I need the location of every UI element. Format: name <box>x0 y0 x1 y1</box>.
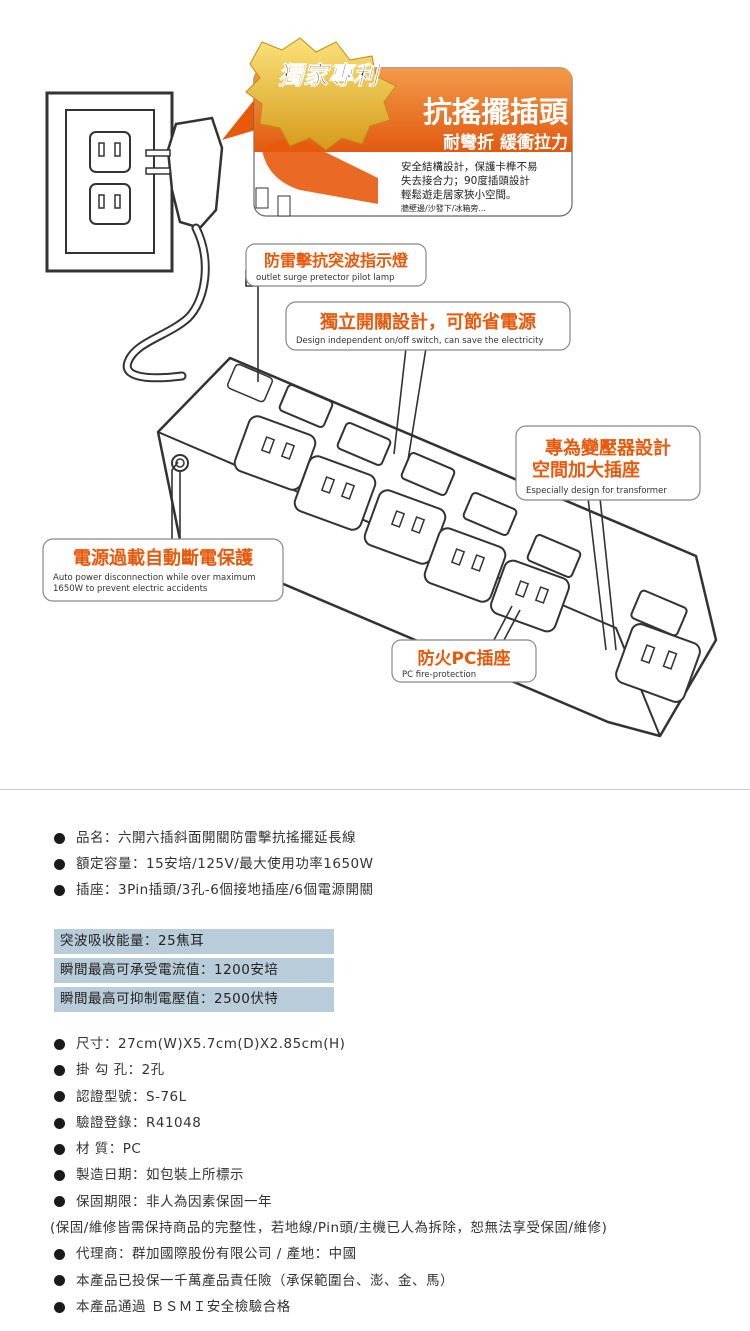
callout-transformer-zh-2: 空間加大插座 <box>532 459 640 481</box>
spec-hook-holes: 掛 勾 孔：2孔 <box>52 1057 607 1083</box>
callout-transformer-en: Especially design for transformer <box>526 486 667 496</box>
callout-surge-lamp: 防雷擊抗突波指示燈 outlet surge pretector pilot l… <box>245 243 427 287</box>
swing-desc-2: 失去接合力；90度插頭設計 <box>401 174 530 187</box>
socket-holes <box>260 436 678 670</box>
callout-overload-zh: 電源過載自動斷電保護 <box>73 547 254 569</box>
spec-rated-capacity: 額定容量：15安培/125V/最大使用功率1650W <box>52 851 373 877</box>
callout-overload-en-2: 1650W to prevent electric accidents <box>53 584 208 594</box>
warranty-note: (保固/維修皆需保持商品的完整性，若地線/Pin頭/主機已人為拆除，恕無法享受保… <box>50 1220 608 1237</box>
callout-overload-en-1: Auto power disconnection while over maxi… <box>53 573 256 583</box>
swing-desc-1: 安全結構設計，保護卡榫不易 <box>401 160 538 173</box>
spec-warranty: 保固期限：非人為因素保固一年 <box>52 1189 607 1215</box>
surge-absorption: 突波吸收能量：25焦耳 <box>54 929 334 954</box>
sockets <box>233 415 701 703</box>
surge-max-voltage: 瞬間最高可抑制電壓值：2500伏特 <box>54 987 334 1012</box>
spec-manufacture-date: 製造日期：如包裝上所標示 <box>52 1162 607 1188</box>
spec-list-bottom: 尺寸：27cm(W)X5.7cm(D)X2.85cm(H) 掛 勾 孔：2孔 認… <box>50 1031 608 1320</box>
patent-badge-text: 獨家專利 <box>278 61 382 90</box>
swing-subtitle: 耐彎折 緩衝拉力 <box>443 132 568 153</box>
callout-transformer-zh-1: 專為變壓器設計 <box>545 437 671 459</box>
surge-table: 突波吸收能量：25焦耳 瞬間最高可承受電流值：1200安培 瞬間最高可抑制電壓值… <box>54 929 334 1016</box>
callout-switch-en: Design independent on/off switch, can sa… <box>296 336 544 346</box>
swing-desc-4: 牆壁邊/沙發下/冰箱旁... <box>401 203 486 213</box>
product-illustration: 抗搖擺插頭 耐彎折 緩衝拉力 安全結構設計，保護卡榫不易 失去接合力；90度插頭… <box>42 37 718 738</box>
callout-switch-zh: 獨立開關設計，可節省電源 <box>319 311 536 333</box>
section-divider <box>0 789 750 790</box>
spec-size: 尺寸：27cm(W)X5.7cm(D)X2.85cm(H) <box>52 1031 607 1057</box>
rotated-plug-graphic <box>262 139 378 204</box>
switches <box>278 383 688 637</box>
spec-cert-model: 認證型號：S-76L <box>52 1084 607 1110</box>
spec-verification: 驗證登錄：R41048 <box>52 1110 607 1136</box>
swing-title: 抗搖擺插頭 <box>423 95 569 129</box>
callout-fire-en: PC fire-protection <box>402 670 476 680</box>
callout-leaders <box>171 270 617 651</box>
spec-insurance: 本產品已投保一千萬產品責任險（承保範圍台、澎、金、馬） <box>52 1268 607 1294</box>
callout-surge-zh: 防雷擊抗突波指示燈 <box>264 251 409 270</box>
spec-material: 材 質：PC <box>52 1136 607 1162</box>
power-strip <box>156 356 718 738</box>
spec-bsmi: 本產品通過 ＢＳＭＩ安全檢驗合格 <box>52 1294 607 1320</box>
callout-switch: 獨立開關設計，可節省電源 Design independent on/off s… <box>285 301 571 351</box>
callout-overload: 電源過載自動斷電保護 Auto power disconnection whil… <box>42 538 284 602</box>
spec-socket: 插座：3Pin插頭/3孔-6個接地插座/6個電源開關 <box>52 877 373 903</box>
patent-badge: 獨家專利 <box>245 37 397 151</box>
spec-list-top: 品名：六開六插斜面開關防雷擊抗搖擺延長線 額定容量：15安培/125V/最大使用… <box>52 825 373 903</box>
wall-outlet <box>45 91 174 273</box>
callout-transformer: 專為變壓器設計 空間加大插座 Especially design for tra… <box>515 425 701 501</box>
callout-fire: 防火PC插座 PC fire-protection <box>391 639 537 683</box>
plug <box>145 116 224 230</box>
spec-agent-origin: 代理商：群加國際股份有限公司 / 產地：中國 <box>52 1241 607 1267</box>
callout-surge-en: outlet surge pretector pilot lamp <box>256 273 395 283</box>
swing-desc-3: 輕鬆遊走居家狹小空間。 <box>401 188 517 201</box>
surge-max-current: 瞬間最高可承受電流值：1200安培 <box>54 958 334 983</box>
callout-fire-zh: 防火PC插座 <box>418 648 511 669</box>
spec-product-name: 品名：六開六插斜面開關防雷擊抗搖擺延長線 <box>52 825 373 851</box>
